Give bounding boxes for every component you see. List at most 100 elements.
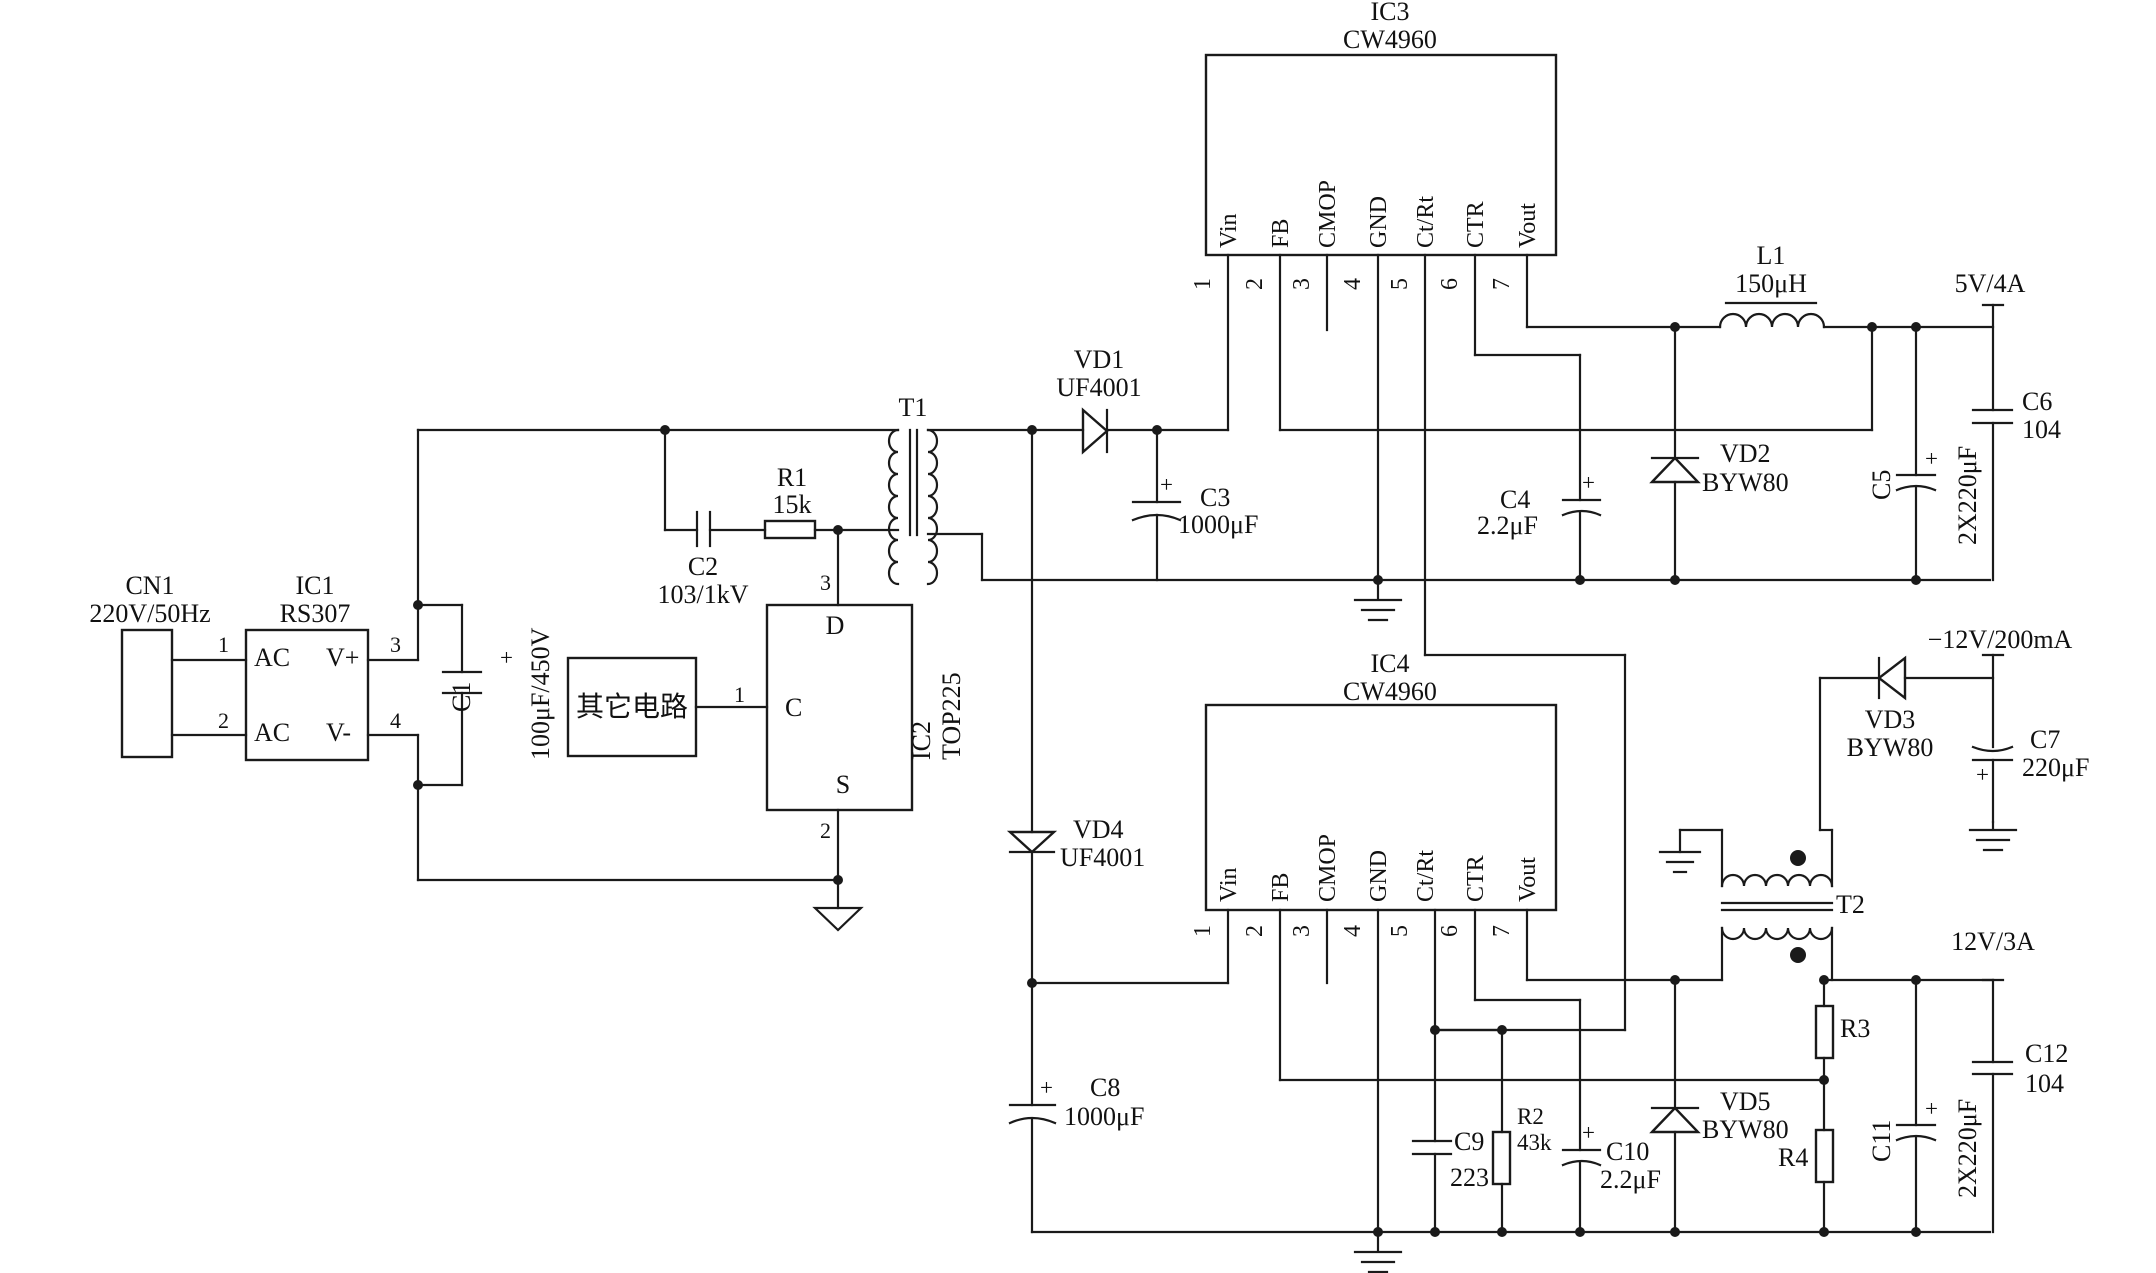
vd1-ref: VD1 (1074, 345, 1125, 374)
c7-plus: + (1976, 762, 1989, 787)
t2-phase-dot-top (1790, 850, 1806, 866)
ic1-part: RS307 (280, 599, 351, 628)
c8-ref: C8 (1090, 1073, 1120, 1102)
cn1-connector (120, 628, 174, 759)
ic3-pin-number-7: 7 (1489, 278, 1515, 290)
ic1-ac1: AC (254, 643, 290, 672)
output-5v-label: 5V/4A (1955, 269, 2026, 298)
output-neg12v: −12V/200mA (1928, 625, 2073, 657)
t2-label: T2 (1836, 890, 1865, 919)
c8-value: 1000μF (1064, 1102, 1144, 1131)
c4-ref: C4 (1500, 485, 1530, 514)
c4-plus: + (1582, 470, 1595, 495)
c2-ref: C2 (688, 552, 718, 581)
l1-value: 150μH (1735, 269, 1807, 298)
ic1-pin4: 4 (390, 708, 401, 733)
transformer-t2: T2 (1720, 850, 1865, 963)
ic1-pin2: 2 (218, 708, 229, 733)
ic3-pin-label-2: FB (1268, 219, 1294, 248)
other-circuit-block: 其它电路 (566, 656, 698, 758)
ic4-pin-label-2: FB (1268, 873, 1294, 902)
ic4-pin-number-3: 3 (1289, 925, 1315, 937)
vd2-symbol (1649, 456, 1701, 484)
c3-plus: + (1160, 472, 1173, 497)
c1-ref: C1 (447, 682, 476, 712)
ic3-pin-number-3: 3 (1289, 278, 1315, 290)
ic3-pin-label-5: Ct/Rt (1413, 196, 1439, 248)
diode-vd2: VD2 BYW80 (1649, 439, 1789, 497)
ic3-pin-number-4: 4 (1340, 278, 1366, 290)
ic2-pin-d: 3 (820, 570, 831, 595)
vd3-part: BYW80 (1847, 733, 1934, 762)
ic4-pin-label-7: Vout (1515, 857, 1541, 902)
t1-secondary (926, 428, 939, 586)
ic3-pin-number-2: 2 (1242, 278, 1268, 290)
c11-ref: C11 (1867, 1120, 1896, 1162)
ic4-ref: IC4 (1371, 649, 1410, 678)
ic4-pin-number-1: 1 (1190, 925, 1216, 937)
cn1: CN1 220V/50Hz (89, 571, 211, 759)
ic4-pin-label-4: GND (1366, 850, 1392, 902)
r1-value: 15k (773, 490, 812, 519)
r4-body (1814, 1128, 1835, 1184)
ic4-pin-number-7: 7 (1489, 925, 1515, 937)
vd3-symbol (1877, 655, 1907, 701)
c5-ref: C5 (1867, 470, 1896, 500)
ic1: IC1 RS307 AC AC V+ V- 1 2 3 4 (218, 571, 401, 762)
l1-coil (1718, 312, 1826, 329)
ic4-pin-number-4: 4 (1340, 925, 1366, 937)
c5-value: 2X220μF (1953, 446, 1982, 545)
c4-value: 2.2μF (1477, 511, 1538, 540)
c3-ref: C3 (1200, 483, 1230, 512)
capacitor-c9: C9 223 (1411, 1127, 1489, 1192)
ic1-body (244, 628, 370, 762)
ic4-part: CW4960 (1343, 677, 1437, 706)
vd5-part: BYW80 (1702, 1115, 1789, 1144)
ic3-ref: IC3 (1371, 0, 1410, 26)
vd2-part: BYW80 (1702, 468, 1789, 497)
t1-label: T1 (899, 393, 928, 422)
ic2-d: D (826, 611, 845, 640)
vd2-ref: VD2 (1720, 439, 1771, 468)
c1-plus: + (500, 645, 513, 670)
c7-ref: C7 (2030, 725, 2060, 754)
ic4-pin-number-6: 6 (1437, 925, 1463, 937)
capacitor-c8: + C8 1000μF (1008, 1073, 1144, 1131)
ic1-ac2: AC (254, 718, 290, 747)
capacitor-c11: + C11 2X220μF (1867, 1096, 1982, 1198)
ic4-pin-number-5: 5 (1387, 925, 1413, 937)
c3-value: 1000μF (1178, 510, 1258, 539)
output-12v-label: 12V/3A (1951, 927, 2035, 956)
ic3-body (1204, 53, 1558, 257)
ic3-pin-label-3: CMOP (1315, 180, 1341, 248)
c5-plus: + (1925, 446, 1938, 471)
ic2-pin-c: 1 (734, 682, 745, 707)
ic2-body (765, 603, 914, 812)
ic2-pin-s: 2 (820, 818, 831, 843)
t2-bottom-coil (1720, 926, 1834, 941)
c1-value: 100μF/450V (526, 627, 555, 760)
ic4-pin-label-6: CTR (1463, 855, 1489, 902)
c9-ref: C9 (1454, 1127, 1484, 1156)
resistor-r1: R1 15k (763, 463, 817, 540)
l1-ref: L1 (1757, 241, 1786, 270)
ic4: IC4 CW4960 (1204, 649, 1558, 912)
diode-vd3: VD3 BYW80 (1847, 655, 1934, 762)
cn1-rating: 220V/50Hz (89, 599, 210, 628)
ic3-pin-label-1: Vin (1216, 213, 1242, 248)
r3-ref: R3 (1840, 1014, 1870, 1043)
resistor-r3: R3 (1814, 1004, 1870, 1060)
output-5v: 5V/4A (1955, 269, 2026, 307)
ic4-pin-label-5: Ct/Rt (1413, 850, 1439, 902)
capacitor-c6: C6 104 (1971, 387, 2061, 444)
ic2-part: TOP225 (937, 672, 966, 760)
r1-body (763, 519, 817, 540)
ic1-pin3: 3 (390, 632, 401, 657)
ic1-vplus: V+ (326, 643, 359, 672)
output-neg12v-label: −12V/200mA (1928, 625, 2073, 654)
c12-value: 104 (2025, 1069, 2064, 1098)
c11-plus: + (1925, 1096, 1938, 1121)
ic1-vminus: V- (326, 718, 351, 747)
ic3: IC3 CW4960 (1204, 0, 1558, 257)
